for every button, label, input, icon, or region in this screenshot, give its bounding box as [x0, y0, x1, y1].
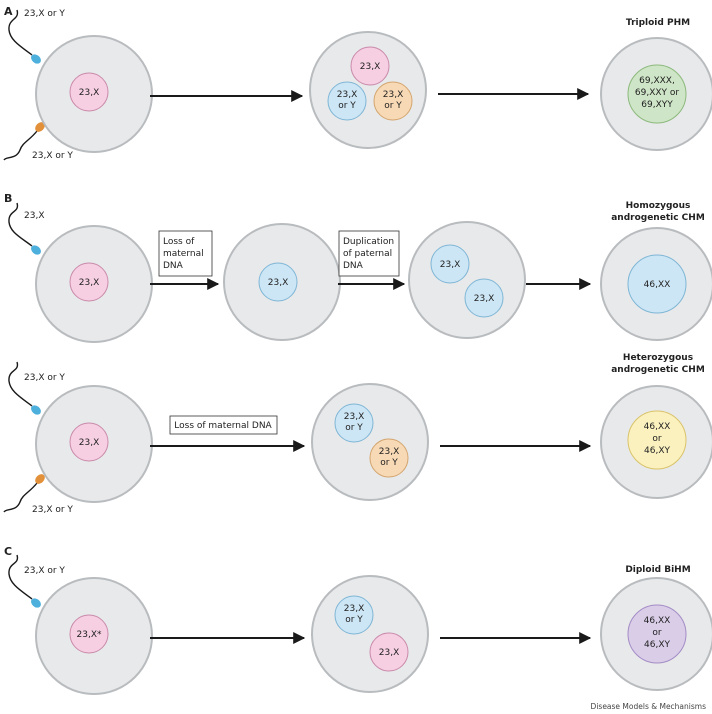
- triploid-l2: 69,XXY or: [635, 88, 680, 98]
- maternal-nucleus-a2-label: 23,X: [360, 62, 380, 72]
- sperm-label-a-bottom: 23,X or Y: [32, 151, 73, 161]
- box-loss-maternal-inline: [169, 415, 278, 435]
- oocyte-c-2: [311, 575, 429, 693]
- paternal-a-blue-l2: or Y: [338, 101, 356, 111]
- maternal-nucleus-c2-label: 23,X: [379, 648, 399, 658]
- maternal-nucleus-a: [69, 72, 109, 112]
- box-duplication-l3: DNA: [343, 261, 364, 271]
- paternal-nucleus-b1: [258, 262, 298, 302]
- paternal-nucleus-b2-orange: [369, 438, 409, 478]
- box-loss-maternal-l2: maternal: [163, 249, 204, 259]
- triploid-nucleus: [627, 64, 687, 124]
- biparental-l3: 46,XY: [644, 640, 670, 650]
- heterozygous-nucleus: [627, 410, 687, 470]
- biparental-l1: 46,XX: [644, 616, 671, 626]
- paternal-a-orange-l2: or Y: [384, 101, 402, 111]
- heterozygous-l3: 46,XY: [644, 446, 670, 456]
- sperm-label-b2-top: 23,X or Y: [24, 373, 65, 383]
- sperm-top-b1: [8, 202, 41, 255]
- outcome-homozygous-l1: Homozygous: [626, 201, 691, 211]
- box-duplication-l2: of paternal: [343, 249, 392, 259]
- biparental-l2: or: [652, 628, 662, 638]
- paternal-a-blue-l1: 23,X: [337, 90, 357, 100]
- paternal-b2-orange-l2: or Y: [380, 458, 398, 468]
- sperm-top-c: [8, 554, 41, 608]
- outcome-heterozygous-l2: androgenetic CHM: [611, 365, 705, 375]
- sperm-bottom-b2: [3, 474, 45, 513]
- sperm-head-blue: [31, 54, 41, 64]
- paternal-b2-blue-l2: or Y: [345, 423, 363, 433]
- paternal-c-l2: or Y: [345, 615, 363, 625]
- sperm-top-b2: [8, 361, 41, 415]
- sperm-label-b1-top: 23,X: [24, 211, 44, 221]
- panel-label-b: B: [4, 192, 12, 205]
- sperm-head-orange-b2: [35, 474, 45, 484]
- paternal-nucleus-b1-b-label: 23,X: [474, 294, 494, 304]
- paternal-c-l1: 23,X: [344, 604, 364, 614]
- homozygous-nucleus-label: 46,XX: [644, 280, 671, 290]
- sperm-head-orange: [35, 122, 45, 132]
- outcome-homozygous-l2: androgenetic CHM: [611, 213, 705, 223]
- box-loss-maternal-inline-label: Loss of maternal DNA: [174, 421, 272, 431]
- paternal-nucleus-a-orange: [373, 81, 413, 121]
- box-duplication-l1: Duplication: [343, 237, 394, 247]
- box-duplication-paternal: [338, 230, 400, 277]
- maternal-nucleus-b1-label: 23,X: [79, 278, 99, 288]
- homozygous-nucleus: [627, 254, 687, 314]
- paternal-nucleus-a-blue: [327, 81, 367, 121]
- paternal-nucleus-c: [334, 595, 374, 635]
- box-loss-maternal-l3: DNA: [163, 261, 184, 271]
- sperm-head-blue-b1: [31, 245, 41, 255]
- box-loss-maternal: [158, 230, 213, 277]
- maternal-nucleus-b2: [69, 422, 109, 462]
- biparental-nucleus: [627, 604, 687, 664]
- triploid-l1: 69,XXX,: [639, 76, 675, 86]
- maternal-nucleus-c: [69, 614, 109, 654]
- outcome-diploid-bihm: Diploid BiHM: [625, 565, 690, 575]
- maternal-nucleus-c2: [369, 632, 409, 672]
- panel-label-c: C: [4, 545, 12, 558]
- paternal-nucleus-b1-a-label: 23,X: [440, 260, 460, 270]
- paternal-b2-blue-l1: 23,X: [344, 412, 364, 422]
- heterozygous-l1: 46,XX: [644, 422, 671, 432]
- oocyte-b2-2: [311, 383, 429, 501]
- maternal-nucleus-a2: [350, 46, 390, 86]
- paternal-nucleus-b2-blue: [334, 403, 374, 443]
- sperm-label-c-top: 23,X or Y: [24, 566, 65, 576]
- panel-label-a: A: [4, 5, 13, 18]
- sperm-label-a-top: 23,X or Y: [24, 9, 65, 19]
- paternal-nucleus-b1-b: [464, 278, 504, 318]
- sperm-head-blue-c: [31, 598, 41, 608]
- paternal-a-orange-l1: 23,X: [383, 90, 403, 100]
- outcome-triploid-phm: Triploid PHM: [626, 18, 690, 28]
- sperm-bottom-a: [3, 122, 45, 161]
- sperm-head-blue-b2: [31, 405, 41, 415]
- box-loss-maternal-l1: Loss of: [163, 237, 195, 247]
- paternal-nucleus-b1-label: 23,X: [268, 278, 288, 288]
- sperm-label-b2-bottom: 23,X or Y: [32, 505, 73, 515]
- sperm-top-a: [8, 9, 41, 64]
- paternal-b2-orange-l1: 23,X: [379, 447, 399, 457]
- heterozygous-l2: or: [652, 434, 662, 444]
- oocyte-b1-3: [408, 221, 526, 339]
- journal-credit: Disease Models & Mechanisms: [591, 702, 707, 711]
- maternal-nucleus-b1: [69, 262, 109, 302]
- maternal-nucleus-b2-label: 23,X: [79, 438, 99, 448]
- triploid-l3: 69,XYY: [641, 100, 673, 110]
- maternal-nucleus-c-label: 23,X*: [77, 630, 102, 640]
- outcome-heterozygous-l1: Heterozygous: [623, 353, 693, 363]
- paternal-nucleus-b1-a: [430, 244, 470, 284]
- maternal-nucleus-a-label: 23,X: [79, 88, 99, 98]
